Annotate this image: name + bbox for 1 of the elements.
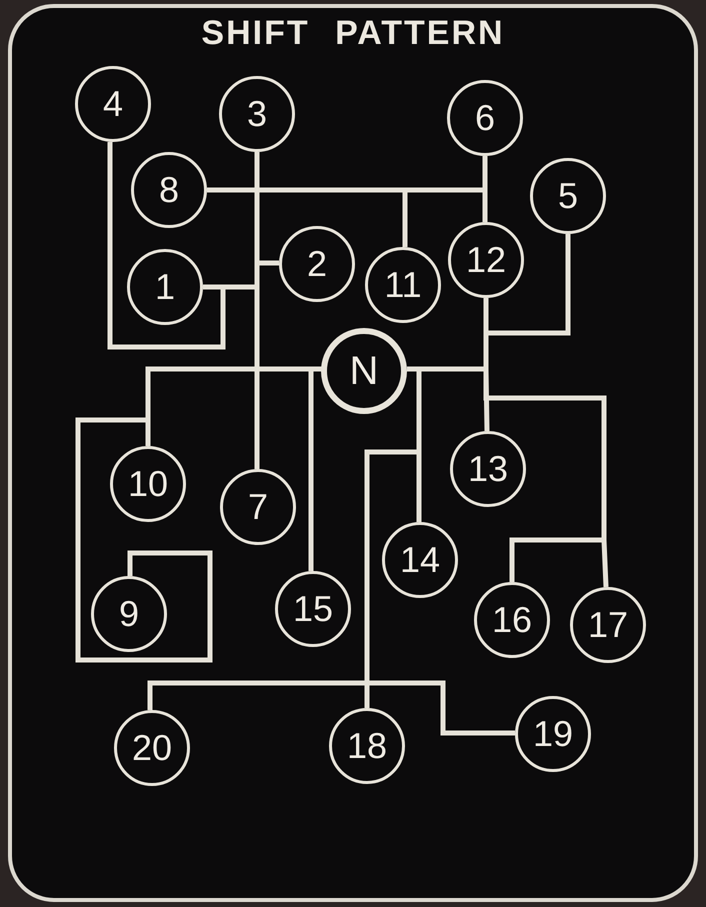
title: SHIFT PATTERN [200,14,506,53]
